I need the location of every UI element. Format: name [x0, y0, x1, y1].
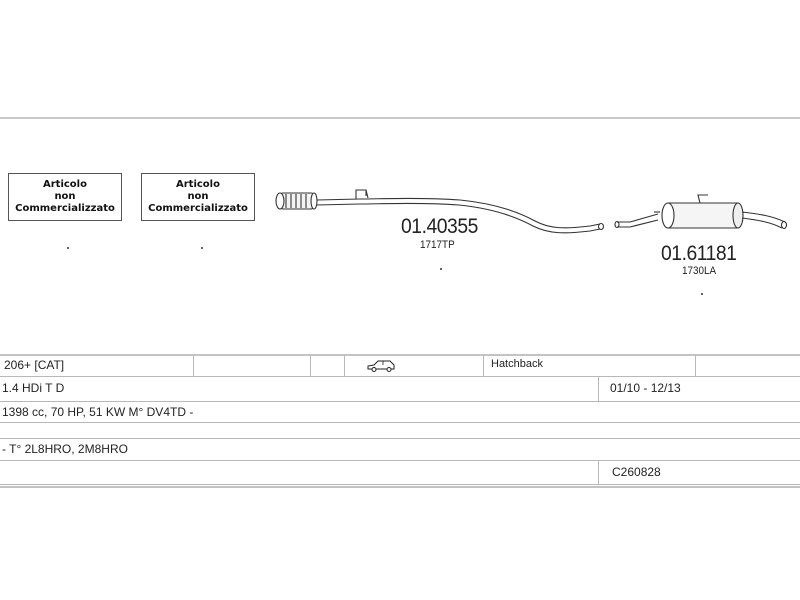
table-col-divider	[310, 355, 311, 376]
box-2-line-1: Articolo	[176, 179, 220, 190]
table-col-divider	[193, 355, 194, 376]
table-col-divider	[344, 355, 345, 376]
table-divider-5	[0, 460, 800, 461]
middle-pipe-reference: 1717TP	[420, 239, 455, 251]
not-commercialized-box-2: Articolo non Commercializzato	[141, 173, 255, 221]
box-2-marker	[201, 247, 203, 249]
table-bottom-border	[0, 486, 800, 488]
table-col-divider	[598, 461, 599, 484]
table-divider-3	[0, 422, 800, 423]
vehicle-catalog-code: C260828	[612, 465, 661, 479]
box-1-line-1: Articolo	[43, 179, 87, 190]
rear-silencer-drawing	[614, 194, 788, 230]
vehicle-period: 01/10 - 12/13	[610, 381, 681, 395]
table-divider-1	[0, 376, 800, 377]
rear-silencer-marker	[701, 293, 703, 295]
box-2-line-3: Commercializzato	[148, 203, 248, 214]
vehicle-engine: 1.4 HDi T D	[2, 381, 65, 395]
top-divider	[0, 117, 800, 119]
table-col-divider	[598, 377, 599, 401]
middle-pipe-drawing	[275, 189, 605, 234]
table-col-divider	[483, 355, 484, 376]
rear-silencer-part-number: 01.61181	[661, 242, 737, 265]
table-divider-2	[0, 401, 800, 402]
vehicle-type-codes: - T° 2L8HRO, 2M8HRO	[2, 442, 128, 456]
table-divider-4	[0, 438, 800, 439]
middle-pipe-marker	[440, 268, 442, 270]
middle-pipe-part-number: 01.40355	[401, 215, 478, 238]
vehicle-engine-details: 1398 cc, 70 HP, 51 KW M° DV4TD -	[2, 405, 194, 419]
vehicle-model: 206+ [CAT]	[4, 358, 65, 372]
vehicle-body-type: Hatchback	[491, 358, 543, 370]
table-col-divider	[695, 355, 696, 376]
box-1-line-3: Commercializzato	[15, 203, 115, 214]
table-divider-6	[0, 484, 800, 485]
table-top-border	[0, 354, 800, 356]
box-1-line-2: non	[54, 191, 76, 202]
box-1-marker	[67, 247, 69, 249]
rear-silencer-reference: 1730LA	[682, 265, 717, 277]
not-commercialized-box-1: Articolo non Commercializzato	[8, 173, 122, 221]
box-2-line-2: non	[187, 191, 209, 202]
car-hatchback-icon	[366, 359, 396, 378]
